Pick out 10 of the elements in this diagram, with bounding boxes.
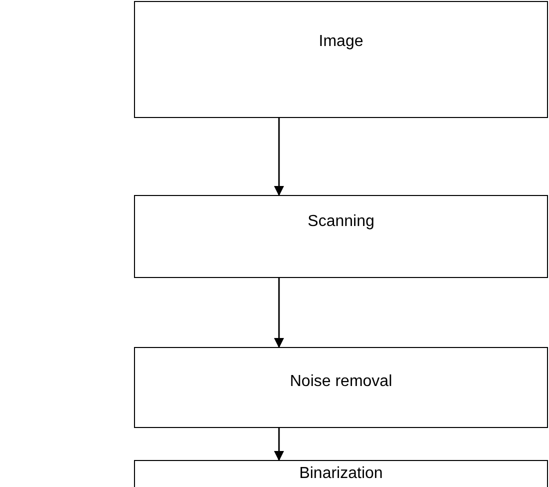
process-box [134, 347, 548, 428]
arrow [274, 428, 284, 461]
box-label: Binarization [299, 464, 383, 484]
process-box [134, 1, 548, 118]
arrow [274, 118, 284, 196]
box-label: Image [318, 32, 364, 52]
arrow [274, 278, 284, 348]
box-label: Noise removal [290, 372, 392, 392]
box-label: Scanning [308, 212, 374, 232]
process-box [134, 195, 548, 278]
